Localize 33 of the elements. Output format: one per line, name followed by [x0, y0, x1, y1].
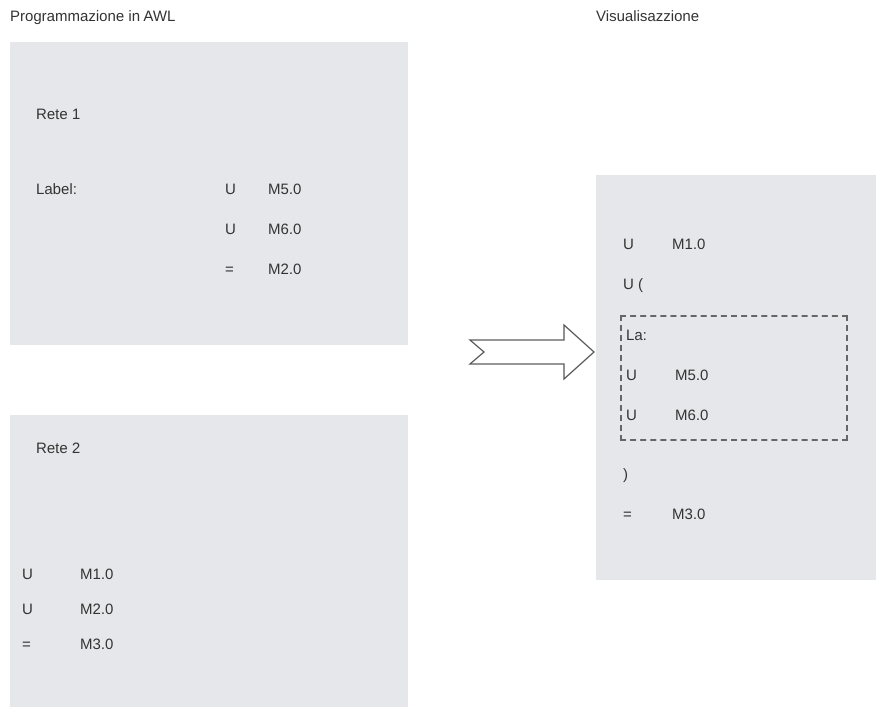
operand: M5.0 [675, 367, 708, 385]
operand: M3.0 [80, 636, 114, 654]
instruction: U [623, 236, 634, 254]
operand: M5.0 [268, 181, 302, 199]
jump-label: Label: [36, 181, 77, 199]
dashed-code-box [620, 315, 848, 441]
code-panel [10, 42, 408, 345]
instruction: U [225, 181, 236, 199]
operand: M2.0 [80, 601, 114, 619]
operand: M3.0 [672, 506, 706, 524]
network-heading: Rete 2 [36, 440, 80, 458]
column-heading: Visualisazzione [596, 8, 700, 25]
operand: M2.0 [268, 261, 302, 279]
instruction: U ( [623, 276, 643, 294]
instruction: = [623, 506, 632, 524]
operand: M1.0 [80, 566, 114, 584]
jump-label: La: [626, 327, 647, 345]
operand: M6.0 [268, 221, 302, 239]
instruction: ) [623, 466, 628, 484]
block-arrow [468, 324, 595, 380]
operand: M1.0 [672, 236, 706, 254]
instruction: U [225, 221, 236, 239]
instruction: = [225, 261, 234, 279]
instruction: = [22, 636, 31, 654]
instruction: U [626, 367, 637, 385]
column-heading: Programmazione in AWL [10, 8, 176, 25]
code-panel [596, 175, 876, 580]
instruction: U [22, 601, 33, 619]
instruction: U [626, 407, 637, 425]
operand: M6.0 [675, 407, 708, 425]
instruction: U [22, 566, 33, 584]
code-panel [10, 415, 408, 707]
network-heading: Rete 1 [36, 106, 80, 124]
